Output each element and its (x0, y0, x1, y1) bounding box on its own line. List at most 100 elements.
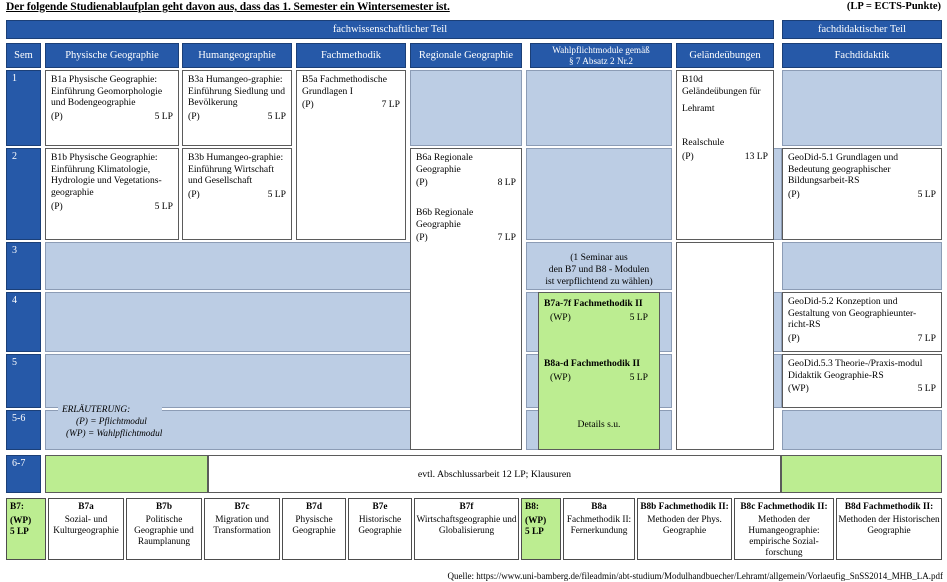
bottom-module-10-code: B8c Fachmethodik II: (740, 502, 828, 512)
module-b1b-title: B1b Physische Geographie: Einführung Kli… (51, 152, 162, 199)
module-b3b-type: (P) (188, 189, 200, 201)
legend-box: ERLÄUTERUNG: (P) = Pflichtmodul (WP) = W… (58, 404, 163, 440)
module-b5a-title: B5a Fachmethodische Grundlagen I (302, 74, 387, 97)
module-geodid51-lp: 5 LP (917, 189, 936, 201)
module-geodid51-title: GeoDid-5.1 Grundlagen und Bedeutung geog… (788, 152, 899, 187)
bottom-module-b7e[interactable]: B7e Historische Geographie (348, 498, 412, 560)
bottom-module-6-code: B7f (459, 502, 474, 512)
legend-heading: ERLÄUTERUNG: (58, 404, 163, 417)
bottom-module-b8a[interactable]: B8a Fachmethodik II: Fernerkundung (563, 498, 635, 560)
bottom-module-9-code: B8b Fachmethodik II: (640, 502, 729, 512)
bottom-module-b7d[interactable]: B7d Physische Geographie (282, 498, 346, 560)
module-b6a-lp: 8 LP (497, 177, 516, 189)
abschlussarbeit-cell: evtl. Abschlussarbeit 12 LP; Klausuren (208, 455, 781, 493)
row67-green-left (45, 455, 208, 493)
module-b6a-type: (P) (416, 177, 428, 189)
module-b10d: B10d Geländeübungen für Lehramt Realschu… (677, 71, 773, 165)
bottom-module-6-name: Wirtschaftsgeographie und Globalisierung (416, 514, 517, 536)
bottom-module-b8d[interactable]: B8d Fachmethodik II: Methoden der Histor… (836, 498, 942, 560)
module-b7af-type: (WP) (550, 311, 571, 323)
semester-label-2: 2 (6, 148, 41, 240)
lp-legend-note: (LP = ECTS-Punkte) (846, 1, 941, 12)
module-b1b-meta: (P) 5 LP (51, 201, 173, 213)
bottom-module-7-code: B8: (525, 502, 539, 512)
empty-cell-regionalgeo-sem1 (410, 70, 522, 146)
bottom-module-0-type: (WP) (10, 515, 32, 526)
module-b10d-lp: 13 LP (744, 150, 768, 162)
module-b1a-lp: 5 LP (154, 111, 173, 123)
page-title: Der folgende Studienablaufplan geht davo… (6, 1, 450, 13)
module-geodid53-title: GeoDid.5.3 Theorie-/Praxis-modul Didakti… (788, 358, 923, 381)
module-cell-b3b[interactable]: B3b Humangeo-graphie: Einführung Wirtsch… (182, 148, 292, 240)
seminar-note-line2: den B7 und B8 - Modulen (548, 263, 650, 275)
seminar-note: (1 Seminar aus den B7 und B8 - Modulen i… (528, 252, 670, 288)
module-b3b: B3b Humangeo-graphie: Einführung Wirtsch… (183, 149, 291, 203)
bottom-module-8-name: Fachmethodik II: Fernerkundung (566, 514, 632, 536)
empty-cell-fachdidaktik-sem1 (782, 70, 942, 146)
module-b1a-type: (P) (51, 111, 63, 123)
module-geodid51: GeoDid-5.1 Grundlagen und Bedeutung geog… (783, 149, 941, 203)
details-note: Details s.u. (577, 419, 621, 430)
module-b3b-meta: (P) 5 LP (188, 189, 286, 201)
module-b7af: B7a-7f Fachmethodik II (WP) 5 LP (539, 295, 659, 325)
module-b3a: B3a Humangeo-graphie: Einführung Siedlun… (183, 71, 291, 125)
source-citation: Quelle: https://www.uni-bamberg.de/filea… (447, 571, 943, 581)
module-geodid51-meta: (P) 5 LP (788, 189, 936, 201)
module-b6b-meta: (P) 7 LP (416, 232, 516, 244)
module-b8ad-meta: (WP) 5 LP (544, 372, 654, 384)
module-b10d-title2: Lehramt (682, 103, 715, 115)
bottom-module-5-name: Historische Geographie (358, 514, 402, 536)
wahlpflicht-header-line2: § 7 Absatz 2 Nr.2 (568, 55, 634, 66)
wahlpflicht-green-block[interactable]: B7a-7f Fachmethodik II (WP) 5 LP B8a-d F… (538, 292, 660, 450)
empty-cell-fachdidaktik-sem5-6 (782, 410, 942, 450)
bottom-module-7-type: (WP) (525, 515, 547, 526)
module-cell-geodid51[interactable]: GeoDid-5.1 Grundlagen und Bedeutung geog… (782, 148, 942, 240)
bottom-module-4-code: B7d (305, 502, 323, 512)
module-cell-geodid52[interactable]: GeoDid-5.2 Konzeption und Gestaltung von… (782, 292, 942, 352)
abschlussarbeit-text: evtl. Abschlussarbeit 12 LP; Klausuren (417, 468, 572, 480)
seminar-note-line1: (1 Seminar aus (570, 252, 628, 263)
module-geodid52-title: GeoDid-5.2 Konzeption und Gestaltung von… (788, 296, 917, 331)
module-b8ad-type: (WP) (550, 371, 571, 383)
module-geodid53-type: (WP) (788, 383, 809, 395)
empty-cell-fachdidaktik-sem3 (782, 242, 942, 290)
bottom-module-b7-tag[interactable]: B7: (WP) 5 LP (6, 498, 46, 560)
column-header-wahlpflichtmodule: Wahlpflichtmodule gemäß § 7 Absatz 2 Nr.… (530, 43, 672, 68)
module-cell-b1a[interactable]: B1a Physische Geographie: Einführung Geo… (45, 70, 179, 146)
module-b3a-lp: 5 LP (267, 111, 286, 123)
row67-green-right (781, 455, 942, 493)
module-cell-b3a[interactable]: B3a Humangeo-graphie: Einführung Siedlun… (182, 70, 292, 146)
module-cell-b5a[interactable]: B5a Fachmethodische Grundlagen I (P) 7 L… (296, 70, 406, 240)
column-header-fachmethodik: Fachmethodik (296, 43, 406, 68)
column-header-fachdidaktik: Fachdidaktik (782, 43, 942, 68)
bottom-module-b8-tag[interactable]: B8: (WP) 5 LP (521, 498, 561, 560)
bottom-module-b7c[interactable]: B7c Migration und Transformation (204, 498, 280, 560)
module-cell-geodid53[interactable]: GeoDid.5.3 Theorie-/Praxis-modul Didakti… (782, 354, 942, 408)
empty-cell-wahlpflicht-sem2 (526, 148, 672, 240)
module-b7af-lp: 5 LP (629, 311, 648, 323)
module-b1a-meta: (P) 5 LP (51, 111, 173, 123)
bottom-module-0-code: B7: (10, 502, 24, 512)
empty-cell-gelaende-lower (676, 242, 774, 450)
module-b3b-lp: 5 LP (267, 189, 286, 201)
bottom-module-3-code: B7c (234, 502, 250, 512)
module-b6a-title: B6a Regionale Geographie (416, 152, 473, 175)
module-b6a-meta: (P) 8 LP (416, 177, 516, 189)
column-header-physische-geographie: Physische Geographie (45, 43, 179, 68)
semester-label-5: 5 (6, 354, 41, 408)
bottom-module-b7f[interactable]: B7f Wirtschaftsgeographie und Globalisie… (414, 498, 519, 560)
bottom-module-b7b[interactable]: B7b Politische Geographie und Raumplanun… (126, 498, 202, 560)
module-b6b: B6b Regionale Geographie (P) 7 LP (411, 204, 521, 246)
module-cell-b1b[interactable]: B1b Physische Geographie: Einführung Kli… (45, 148, 179, 240)
module-b10d-title3: Realschule (682, 137, 725, 149)
module-b6a: B6a Regionale Geographie (P) 8 LP (411, 149, 521, 191)
module-cell-b6[interactable]: B6a Regionale Geographie (P) 8 LP B6b Re… (410, 148, 522, 450)
bottom-module-b7a[interactable]: B7a Sozial- und Kulturgeographie (48, 498, 124, 560)
bottom-module-b8c[interactable]: B8c Fachmethodik II: Methoden der Humang… (734, 498, 834, 560)
column-header-regionale-geographie: Regionale Geographie (410, 43, 522, 68)
bottom-module-b8b[interactable]: B8b Fachmethodik II: Methoden der Phys. … (637, 498, 732, 560)
module-cell-b10d[interactable]: B10d Geländeübungen für Lehramt Realschu… (676, 70, 774, 240)
column-header-sem: Sem (6, 43, 41, 68)
module-b5a-type: (P) (302, 99, 314, 111)
